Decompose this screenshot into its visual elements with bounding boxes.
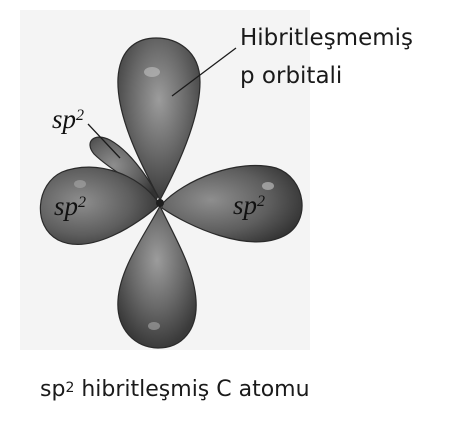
carbon-nucleus xyxy=(156,199,164,207)
p-orbital-label-line2: p orbitali xyxy=(240,61,342,91)
highlight-right xyxy=(262,182,274,190)
sp2-label-base: sp xyxy=(233,190,257,220)
highlight-left xyxy=(74,180,86,188)
sp2-label-upper-left: sp2 xyxy=(52,106,84,133)
sp2-label-left: sp2 xyxy=(54,193,86,220)
highlight-lower xyxy=(148,322,160,330)
caption-superscript: 2 xyxy=(65,380,74,396)
p-orbital-label-line1: Hibritleşmemiş xyxy=(240,23,413,53)
sp2-label-sup: 2 xyxy=(257,193,265,210)
sp2-label-sup: 2 xyxy=(78,194,86,211)
sp2-label-base: sp xyxy=(52,104,76,134)
sp2-label-base: sp xyxy=(54,191,78,221)
highlight-upper xyxy=(144,67,160,77)
caption-prefix: sp xyxy=(40,377,65,402)
figure-caption: sp2 hibritleşmiş C atomu xyxy=(40,376,310,404)
caption-suffix: hibritleşmiş C atomu xyxy=(74,377,309,402)
sp2-label-right: sp2 xyxy=(233,192,265,219)
sp2-label-sup: 2 xyxy=(76,107,84,124)
